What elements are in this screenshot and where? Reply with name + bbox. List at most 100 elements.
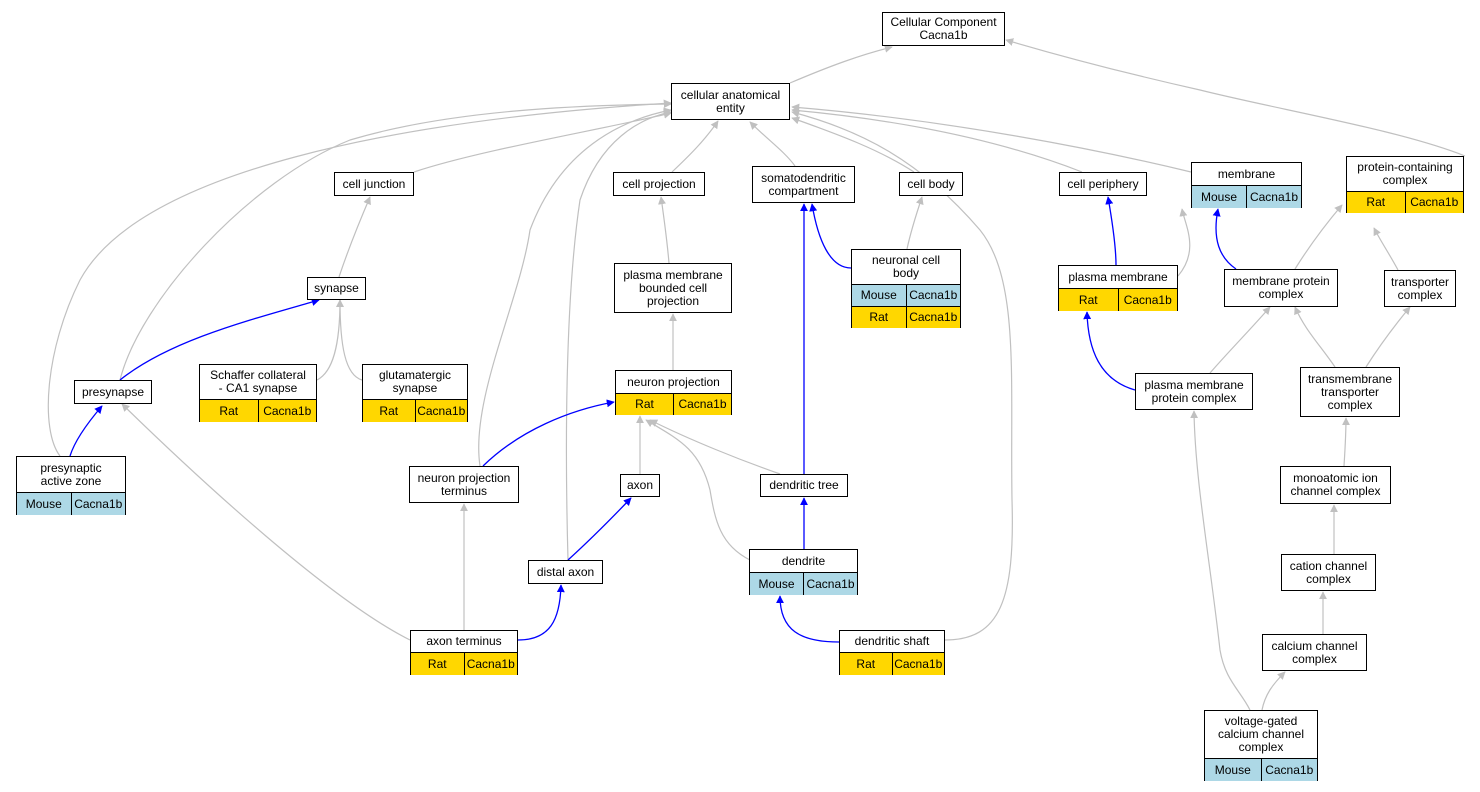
node-label: Schaffer collateral - CA1 synapse — [210, 368, 306, 395]
node-monoatomic-ion-channel-complex[interactable]: monoatomic ion channel complex — [1280, 466, 1391, 504]
is-a-edge — [121, 403, 411, 641]
node-presynaptic-active-zone[interactable]: presynaptic active zone Mouse Cacna1b — [16, 456, 126, 515]
node-label: cell junction — [342, 176, 406, 191]
is-a-edge — [658, 196, 670, 264]
node-protein-containing-complex[interactable]: protein-containing complex Rat Cacna1b — [1346, 156, 1464, 213]
organism-tag: Rat — [411, 653, 464, 675]
node-cellular-anatomical-entity[interactable]: cellular anatomical entity — [671, 83, 790, 120]
node-label: Cellular Component Cacna1b — [890, 15, 997, 42]
organism-tag: Mouse — [17, 493, 71, 515]
annotation-row: Rat Cacna1b — [1347, 191, 1463, 213]
is-a-edge — [338, 196, 371, 278]
node-neuron-projection-terminus[interactable]: neuron projection terminus — [409, 466, 519, 503]
annotation-row: Rat Cacna1b — [411, 652, 517, 675]
is-a-edge — [671, 120, 719, 173]
node-cell-body[interactable]: cell body — [899, 172, 963, 196]
is-a-edge — [1294, 306, 1336, 368]
node-label: presynapse — [81, 384, 145, 399]
node-label: membrane — [1217, 166, 1276, 181]
node-label: plasma membrane — [1068, 269, 1168, 284]
node-dendritic-shaft[interactable]: dendritic shaft Rat Cacna1b — [839, 630, 945, 675]
is-a-edge — [1341, 417, 1350, 467]
annotation-row: Mouse Cacna1b — [750, 572, 857, 595]
is-a-edge — [565, 109, 672, 561]
is-a-edge — [1005, 38, 1466, 157]
part-of-edge — [809, 203, 852, 269]
organism-tag: Mouse — [750, 573, 803, 595]
node-distal-axon[interactable]: distal axon — [528, 560, 603, 584]
node-cell-projection[interactable]: cell projection — [613, 172, 705, 196]
node-neuron-projection[interactable]: neuron projection Rat Cacna1b — [615, 370, 732, 415]
is-a-edge — [47, 99, 672, 457]
is-a-edge — [478, 107, 672, 467]
node-axon-terminus[interactable]: axon terminus Rat Cacna1b — [410, 630, 518, 675]
annotation-row: Rat Cacna1b — [840, 652, 944, 675]
node-label: plasma membrane bounded cell projection — [623, 267, 723, 308]
node-label: axon terminus — [426, 634, 502, 648]
node-label: axon — [626, 478, 654, 492]
gene-tag: Cacna1b — [1117, 289, 1177, 311]
part-of-edge — [517, 584, 565, 641]
node-cell-junction[interactable]: cell junction — [334, 172, 414, 196]
node-synapse[interactable]: synapse — [307, 277, 366, 300]
is-a-edge — [789, 44, 893, 84]
organism-tag: Rat — [363, 400, 415, 422]
is-a-edge — [1261, 671, 1286, 711]
is-a-edge — [649, 419, 781, 475]
node-schaffer-collateral-ca1-synapse[interactable]: Schaffer collateral - CA1 synapse Rat Ca… — [199, 364, 317, 422]
node-plasma-membrane-protein-complex[interactable]: plasma membrane protein complex — [1135, 373, 1253, 410]
part-of-edge — [1105, 196, 1117, 266]
annotation-row: Rat Cacna1b — [1059, 288, 1177, 311]
node-label: transporter complex — [1390, 274, 1450, 302]
organism-tag: Rat — [200, 400, 258, 422]
node-transporter-complex[interactable]: transporter complex — [1384, 270, 1456, 307]
node-neuronal-cell-body[interactable]: neuronal cell body Mouse Cacna1b Rat Cac… — [851, 249, 961, 328]
node-label: plasma membrane protein complex — [1144, 377, 1244, 405]
is-a-edge — [749, 121, 796, 167]
part-of-edge — [567, 497, 632, 561]
node-label: glutamatergic synapse — [378, 368, 452, 395]
annotation-row: Rat Cacna1b — [200, 399, 316, 422]
annotation-row: Mouse Cacna1b — [1205, 758, 1317, 781]
node-dendrite[interactable]: dendrite Mouse Cacna1b — [749, 549, 858, 595]
node-label: cell body — [907, 176, 955, 191]
organism-tag: Mouse — [1192, 186, 1246, 208]
node-label: protein-containing complex — [1357, 160, 1453, 187]
gene-tag: Cacna1b — [70, 493, 125, 515]
is-a-edge — [413, 110, 672, 173]
node-label: voltage-gated calcium channel complex — [1217, 714, 1305, 754]
node-presynapse[interactable]: presynapse — [74, 380, 152, 404]
node-voltage-gated-calcium-channel-complex[interactable]: voltage-gated calcium channel complex Mo… — [1204, 710, 1318, 781]
node-dendritic-tree[interactable]: dendritic tree — [760, 474, 848, 497]
node-axon[interactable]: axon — [620, 474, 660, 497]
node-label: synapse — [314, 281, 359, 295]
node-plasma-membrane[interactable]: plasma membrane Rat Cacna1b — [1058, 265, 1178, 311]
part-of-edge — [776, 595, 840, 643]
node-cation-channel-complex[interactable]: cation channel complex — [1281, 554, 1376, 591]
is-a-edge — [1209, 306, 1271, 374]
node-membrane[interactable]: membrane Mouse Cacna1b — [1191, 162, 1302, 208]
node-somatodendritic-compartment[interactable]: somatodendritic compartment — [752, 166, 855, 203]
is-a-edge — [316, 299, 344, 381]
node-label: presynaptic active zone — [40, 460, 102, 488]
node-plasma-membrane-bounded-cell-projection[interactable]: plasma membrane bounded cell projection — [614, 263, 732, 313]
node-cellular-component[interactable]: Cellular Component Cacna1b — [882, 12, 1005, 46]
node-membrane-protein-complex[interactable]: membrane protein complex — [1224, 269, 1338, 307]
node-glutamatergic-synapse[interactable]: glutamatergic synapse Rat Cacna1b — [362, 364, 468, 422]
node-label: neuron projection — [627, 374, 720, 389]
is-a-edge — [119, 100, 672, 381]
gene-tag: Cacna1b — [463, 653, 517, 675]
is-a-edge — [1294, 204, 1343, 270]
annotation-row: Mouse Cacna1b — [1192, 185, 1301, 208]
annotation-row: Rat Cacna1b — [616, 393, 731, 415]
node-transmembrane-transporter-complex[interactable]: transmembrane transporter complex — [1300, 367, 1400, 417]
is-a-edge — [336, 299, 363, 381]
node-calcium-channel-complex[interactable]: calcium channel complex — [1262, 634, 1367, 671]
gene-tag: Cacna1b — [414, 400, 467, 422]
gene-tag: Cacna1b — [1404, 192, 1463, 213]
node-cell-periphery[interactable]: cell periphery — [1059, 172, 1147, 196]
node-label: neuron projection terminus — [417, 470, 511, 498]
node-label: monoatomic ion channel complex — [1290, 471, 1381, 498]
